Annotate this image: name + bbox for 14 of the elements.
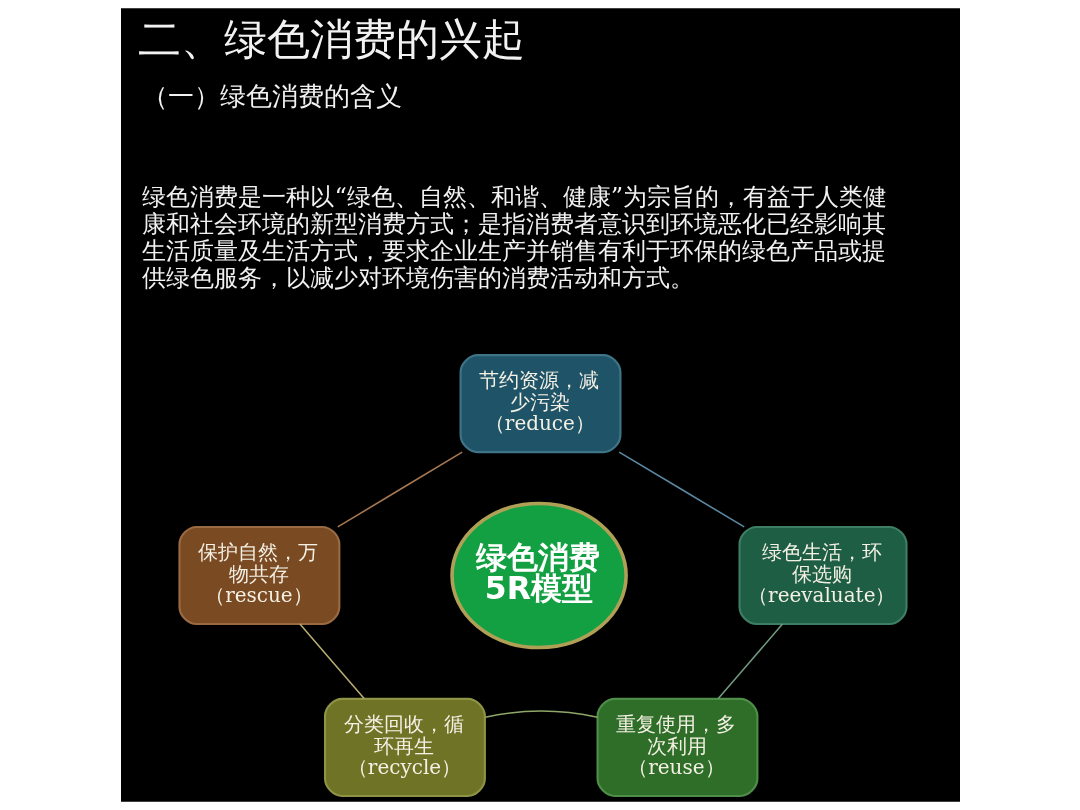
node-box: 重复使用，多次利用 （reuse） [596,697,758,798]
node-box: 分类回收，循环再生 （recycle） [323,697,486,798]
node-box: 绿色生活，环保选购 （reevaluate） [737,525,908,626]
connector [336,451,463,528]
connector [717,623,783,700]
node-box: 保护自然，万物共存 （rescue） [177,525,340,626]
diagram-title: 二、绿色消费的兴起 [137,13,525,64]
connector [298,623,365,700]
connector [484,710,598,719]
connector [617,451,745,528]
node-ellipse: 绿色消费5R模型 [449,501,628,650]
label: （一）绿色消费的含义 [141,80,402,111]
label: 绿色消费是一种以“绿色、自然、和谐、健康”为宗旨的，有益于人类健康和社会环境的新型消费方式；是指消费者意识到环境恶化已经影响其生活质量及生活方式，要求企业生产并销售有利于环保的绿色产品或提供绿色服务，以减少对环境伤害的消费活动和方式。 [141,181,887,292]
node-box: 节约资源，减少污染 （reduce） [459,354,621,454]
